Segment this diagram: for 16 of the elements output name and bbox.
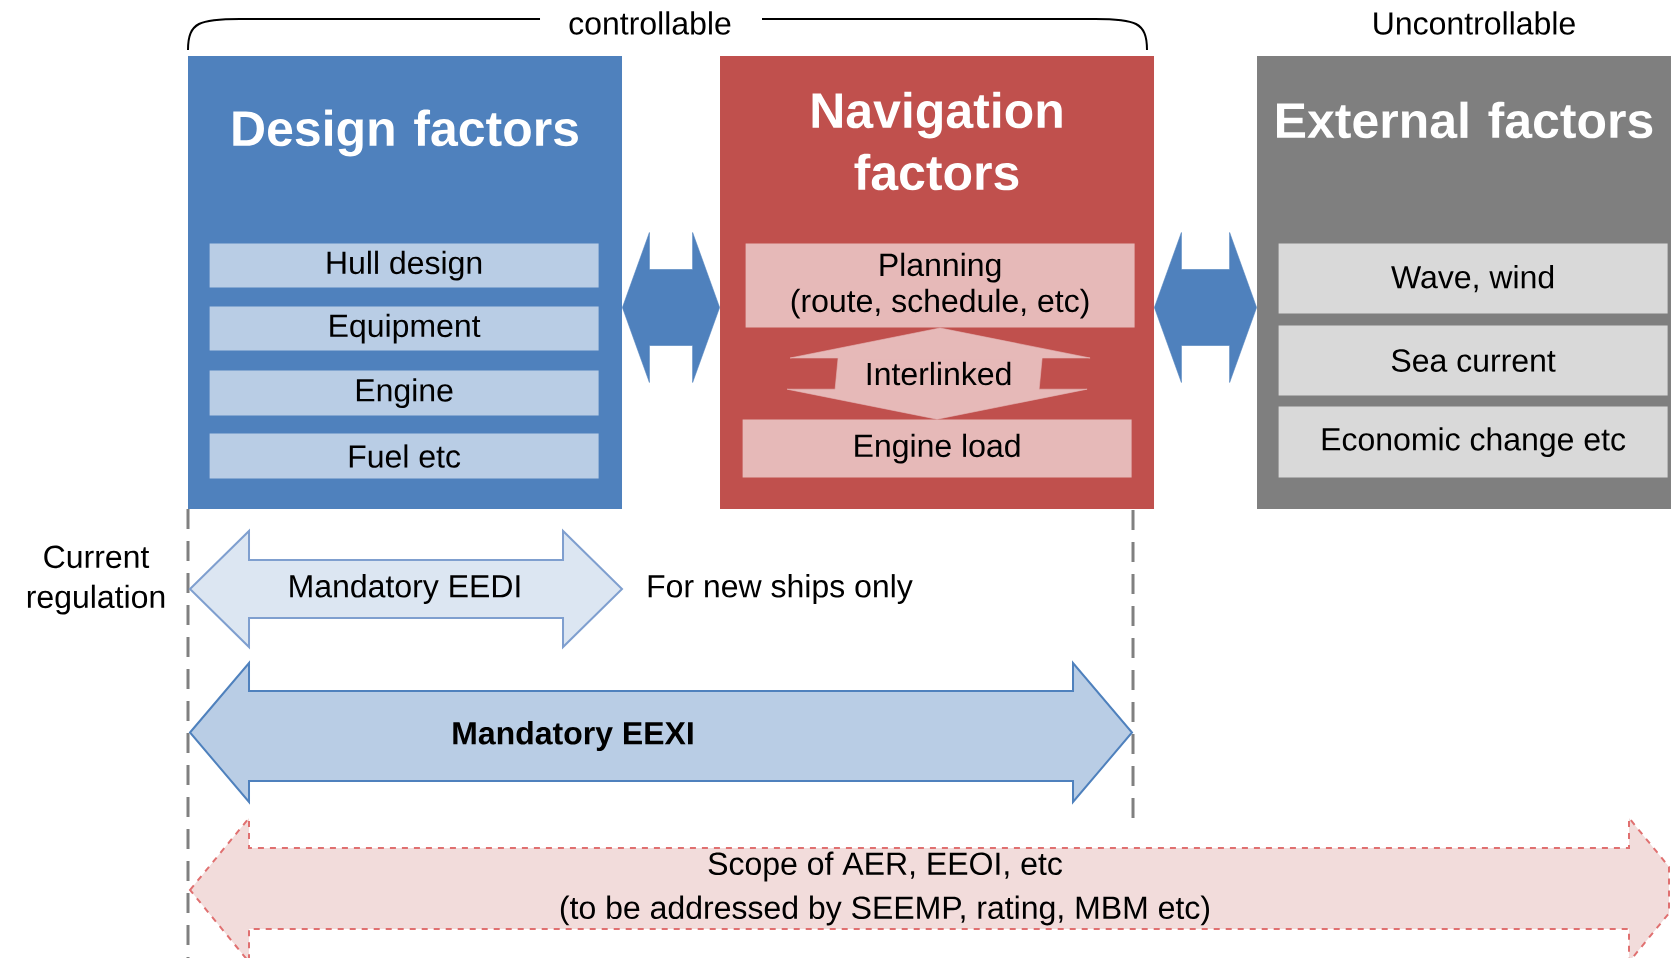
factor-box: Fuel etc [209,433,599,479]
factor-box: Wave, wind [1278,243,1668,314]
edge-label: Interlinked [862,359,1015,388]
block-arrow [622,232,720,383]
factor-box: Economic change etc [1278,406,1668,478]
label-text: Current regulation [27,545,165,615]
label-text: controllable [569,11,731,35]
factor-box: Sea current [1278,325,1668,396]
factor-box: Equipment [209,306,599,351]
label-text: For new ships only [648,574,913,604]
block-arrow [1154,232,1257,383]
label-text: Uncontrollable [1374,11,1575,35]
factor-box: Planning (route, schedule, etc) [745,243,1135,328]
factor-box: Engine load [742,419,1132,478]
factor-box: Engine [209,370,599,416]
factor-box: Hull design [209,243,599,288]
